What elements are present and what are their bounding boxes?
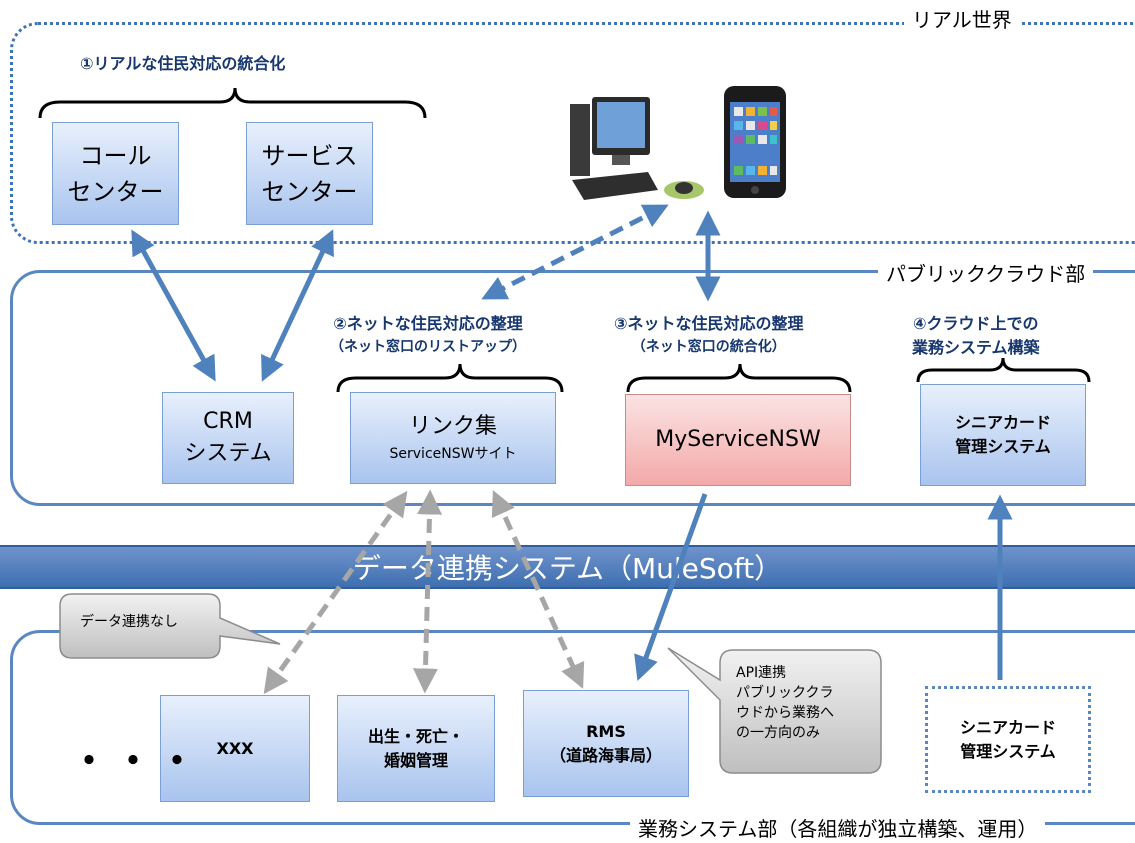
callout-no-link-text: データ連携なし xyxy=(80,614,178,630)
solid-arrows xyxy=(131,210,1013,682)
callout-api-shape xyxy=(667,647,882,774)
arrow-link-xxx xyxy=(263,490,408,695)
real-world-label: リアル世界 xyxy=(904,8,1020,32)
brace-net-list xyxy=(336,363,564,393)
crm-line1: CRM xyxy=(203,409,253,434)
call-center-line2: センター xyxy=(67,177,164,206)
arrow-servicecenter-crm xyxy=(261,229,334,382)
service-center-line2: センター xyxy=(261,177,358,206)
heading-cloud-build-line2: 業務システム構築 xyxy=(912,338,1040,357)
senior-card-cloud-box: シニアカード 管理システム xyxy=(920,384,1086,486)
heading-net-organize-line2: （ネット窓口のリストアップ） xyxy=(330,339,526,355)
smartphone-icon xyxy=(724,86,786,198)
myservicensw-box: MyServiceNSW xyxy=(625,394,851,486)
dashed-arrows xyxy=(263,489,585,695)
xxx-system-box: XXX xyxy=(160,695,310,802)
arrow-link-birth xyxy=(412,489,443,694)
callout-api-line2: パブリッククラ xyxy=(736,685,834,701)
service-center-line1: サービス xyxy=(261,141,358,170)
heading-net-integrate-line2: （ネット窓口の統合化） xyxy=(631,339,786,355)
link-collection-title: リンク集 xyxy=(408,414,497,439)
link-collection-subtitle: ServiceNSWサイト xyxy=(389,446,517,462)
senior-card-cloud-line1: シニアカード xyxy=(954,413,1051,432)
senior-card-business-box: シニアカード 管理システム xyxy=(925,686,1091,793)
heading-net-organize: ②ネットな住民対応の整理 （ネット窓口のリストアップ） xyxy=(330,312,526,358)
service-center-box: サービス センター xyxy=(246,122,373,225)
myservicensw-label: MyServiceNSW xyxy=(655,427,821,452)
callout-api-line4: の一方向のみ xyxy=(736,725,820,741)
heading-cloud-build-line1: ④クラウド上での xyxy=(912,314,1039,333)
senior-card-cloud-line2: 管理システム xyxy=(955,437,1051,456)
rms-box: RMS （道路海事局） xyxy=(523,690,689,797)
rms-line2: （道路海事局） xyxy=(549,745,662,765)
arrow-link-rms xyxy=(491,490,585,689)
crm-system-box: CRM システム xyxy=(162,392,294,484)
crm-line2: システム xyxy=(184,441,272,466)
brace-real xyxy=(38,87,427,119)
birth-death-line1: 出生・死亡・ xyxy=(367,726,464,746)
callout-api-text: API連携 パブリッククラ ウドから業務へ の一方向のみ xyxy=(736,663,878,743)
heading-real-integration: ①リアルな住民対応の統合化 xyxy=(80,54,286,73)
heading-net-organize-line1: ②ネットな住民対応の整理 xyxy=(333,314,523,333)
senior-card-business-line1: シニアカード xyxy=(959,717,1056,737)
senior-card-business-line2: 管理システム xyxy=(960,741,1056,761)
callout-no-link-shape xyxy=(59,593,281,659)
heading-net-integrate: ③ネットな住民対応の整理 （ネット窓口の統合化） xyxy=(614,312,804,358)
more-systems-ellipsis: ・・・ xyxy=(70,739,203,783)
desktop-computer-icon xyxy=(570,97,704,200)
arrow-pc-linkcollection xyxy=(481,204,669,300)
arrow-myservice-rms xyxy=(634,493,708,682)
brace-net-integrate xyxy=(626,363,852,393)
call-center-line1: コール xyxy=(79,141,152,170)
link-collection-box: リンク集 ServiceNSWサイト xyxy=(350,392,556,484)
birth-death-marriage-box: 出生・死亡・ 婚姻管理 xyxy=(337,695,495,802)
braces xyxy=(38,87,1091,393)
rms-line1: RMS xyxy=(586,721,626,741)
callout-api-line3: ウドから業務へ xyxy=(736,705,834,721)
call-center-box: コール センター xyxy=(52,122,179,225)
arrow-callcenter-crm xyxy=(131,229,216,382)
birth-death-line2: 婚姻管理 xyxy=(383,750,448,770)
heading-cloud-build: ④クラウド上での 業務システム構築 xyxy=(912,312,1040,360)
business-systems-label: 業務システム部（各組織が独立構築、運用） xyxy=(630,817,1046,841)
public-cloud-label: パブリッククラウド部 xyxy=(878,262,1094,286)
brace-cloud-build xyxy=(916,357,1091,383)
callout-api-line1: API連携 xyxy=(736,665,787,681)
xxx-label: XXX xyxy=(216,738,254,758)
heading-net-integrate-line1: ③ネットな住民対応の整理 xyxy=(614,314,804,333)
